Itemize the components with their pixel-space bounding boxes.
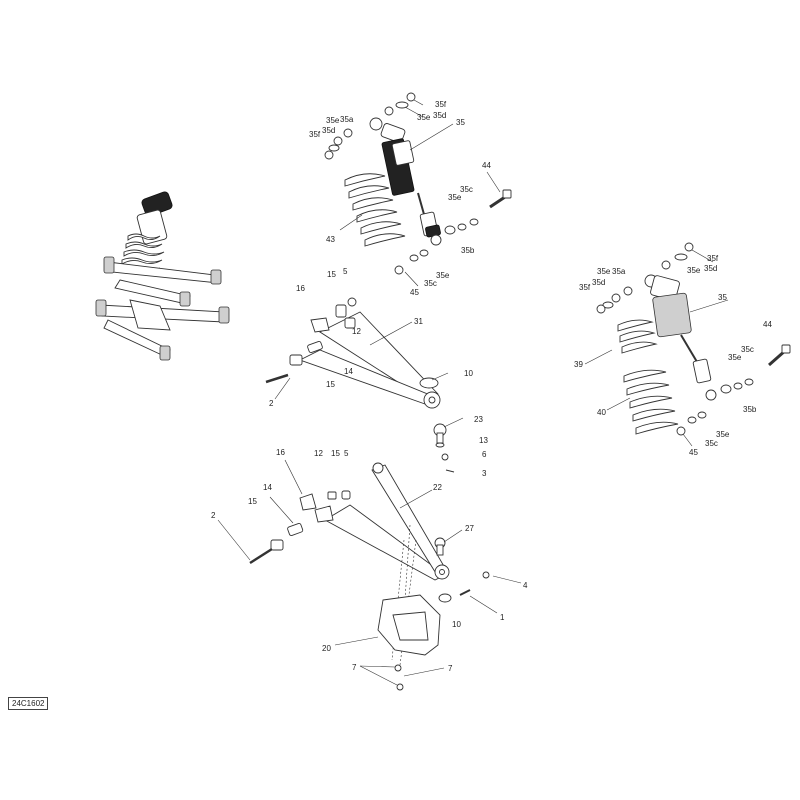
callout-35e: 35e [417,113,431,122]
callout-1: 1 [500,613,505,622]
callout-2: 2 [269,399,274,408]
callout-27: 27 [465,524,474,533]
callout-35e: 35e [687,266,701,275]
callout-44: 44 [763,320,772,329]
callout-35: 35 [456,118,465,127]
assembled-suspension-illustration [95,191,230,361]
callout-39: 39 [574,360,583,369]
callout-35e: 35e [448,193,462,202]
callout-35a: 35a [340,115,354,124]
upper-a-arm-assembly [265,297,455,473]
callout-35d: 35d [433,111,446,120]
callout-31: 31 [414,317,423,326]
callout-35e: 35e [728,353,742,362]
callout-35d: 35d [704,264,717,273]
callout-40: 40 [597,408,606,417]
callout-35f: 35f [707,254,719,263]
callout-10: 10 [452,620,461,629]
callout-7: 7 [448,664,453,673]
callout-35c: 35c [460,185,473,194]
callout-45: 45 [689,448,698,457]
callout-35f: 35f [435,100,447,109]
callout-44: 44 [482,161,491,170]
callout-35c: 35c [741,345,754,354]
callout-12: 12 [352,327,361,336]
callout-35: 35 [718,293,727,302]
callout-13: 13 [479,436,488,445]
callout-15: 15 [327,270,336,279]
callout-35e: 35e [597,267,611,276]
callout-5: 5 [343,267,348,276]
callout-22: 22 [433,483,442,492]
callout-35c: 35c [705,439,718,448]
right-shock-assembly [596,242,791,436]
callout-35f: 35f [579,283,591,292]
callout-14: 14 [344,367,353,376]
callout-6: 6 [482,450,487,459]
callout-23: 23 [474,415,483,424]
callout-35e: 35e [326,116,340,125]
callout-labels: 35f 35e 35d 35 35e 35a 35d 35f 44 35c 35… [211,100,772,673]
leader-lines [217,99,729,686]
diagram-code-label: 24C1602 [8,697,49,710]
callout-2: 2 [211,511,216,520]
callout-43: 43 [326,235,335,244]
lower-a-arm-assembly [249,462,490,691]
callout-15: 15 [326,380,335,389]
callout-45: 45 [410,288,419,297]
callout-10: 10 [464,369,473,378]
callout-15: 15 [331,449,340,458]
top-shock-assembly [324,92,512,275]
callout-3: 3 [482,469,487,478]
callout-20: 20 [322,644,331,653]
callout-16: 16 [276,448,285,457]
callout-12: 12 [314,449,323,458]
callout-35d: 35d [322,126,335,135]
callout-16: 16 [296,284,305,293]
callout-35b: 35b [743,405,757,414]
callout-14: 14 [263,483,272,492]
callout-35f: 35f [309,130,321,139]
callout-35c: 35c [424,279,437,288]
callout-4: 4 [523,581,528,590]
callout-7: 7 [352,663,357,672]
callout-35e: 35e [436,271,450,280]
callout-35a: 35a [612,267,626,276]
callout-35b: 35b [461,246,475,255]
callout-35d: 35d [592,278,605,287]
callout-15: 15 [248,497,257,506]
callout-35e: 35e [716,430,730,439]
callout-5: 5 [344,449,349,458]
